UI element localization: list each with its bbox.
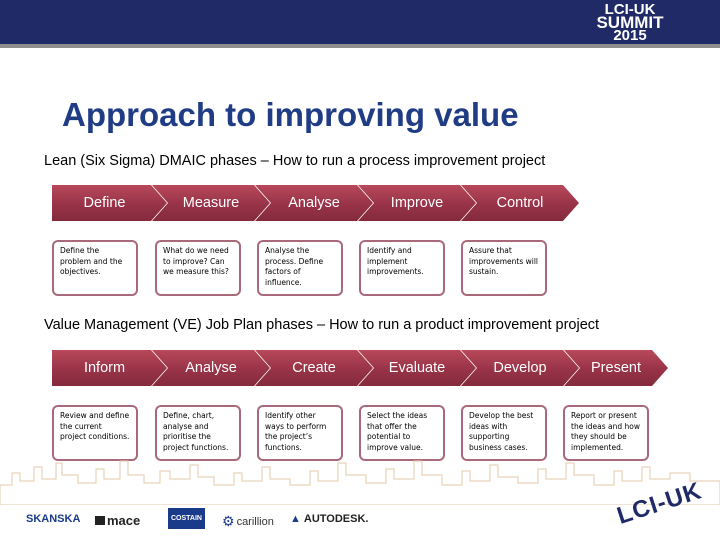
header-stripe: [0, 44, 720, 48]
chevron-develop: Develop: [461, 350, 579, 386]
header-bar: [0, 0, 720, 44]
card-inform: Review and define the current project co…: [52, 405, 138, 461]
card-create: Identify other ways to perform the proje…: [257, 405, 343, 461]
logo-line-3: 2015: [613, 27, 647, 44]
chevron-evaluate: Evaluate: [358, 350, 476, 386]
sponsor-mace-label: mace: [107, 513, 141, 528]
chevron-label: Measure: [182, 195, 240, 211]
summit-logo: LCI-UK SUMMIT 2015: [590, 0, 670, 48]
card-measure: What do we need to improve? Can we measu…: [155, 240, 241, 296]
chevron-label: Present: [591, 360, 641, 376]
chevron-label: Evaluate: [388, 360, 446, 376]
chevron-label: Improve: [390, 195, 444, 211]
sponsor-costain-label: COSTAIN: [168, 508, 205, 529]
chevron-control: Control: [461, 185, 579, 221]
sponsor-mace: mace: [95, 513, 140, 528]
dmaic-subtitle: Lean (Six Sigma) DMAIC phases – How to r…: [44, 153, 546, 169]
chevron-label: Control: [496, 195, 544, 211]
card-analyse-ve: Define, chart, analyse and prioritise th…: [155, 405, 241, 461]
card-control: Assure that improvements will sustain.: [461, 240, 547, 296]
chevron-create: Create: [255, 350, 373, 386]
card-present: Report or present the ideas and how they…: [563, 405, 649, 461]
sponsor-skanska: SKANSKA: [26, 513, 81, 525]
chevron-present: Present: [564, 350, 668, 386]
logo-line-2: SUMMIT: [596, 13, 664, 32]
chevron-define: Define: [52, 185, 167, 221]
logo-line-1: LCI-UK: [604, 1, 656, 18]
sponsor-strip: SKANSKA mace COSTAIN ⚙ carillion ▲ AUTOD…: [0, 505, 720, 540]
carillion-icon: ⚙: [222, 513, 235, 529]
ve-subtitle: Value Management (VE) Job Plan phases – …: [44, 317, 600, 333]
sponsor-autodesk-label: AUTODESK.: [303, 513, 369, 525]
chevron-measure: Measure: [152, 185, 270, 221]
chevron-inform: Inform: [52, 350, 167, 386]
chevron-label: Analyse: [288, 195, 340, 211]
slide-title: Approach to improving value: [62, 96, 519, 133]
card-analyse: Analyse the process. Define factors of i…: [257, 240, 343, 296]
sponsor-carillion: ⚙ carillion: [222, 513, 274, 530]
chevron-label: Develop: [493, 360, 547, 376]
autodesk-icon: ▲: [290, 513, 301, 525]
skyline-decoration: [0, 460, 720, 505]
card-improve: Identify and implement improvements.: [359, 240, 445, 296]
sponsor-costain: COSTAIN: [168, 508, 205, 529]
card-develop: Develop the best ideas with supporting b…: [461, 405, 547, 461]
chevron-label: Create: [292, 360, 336, 376]
chevron-improve: Improve: [358, 185, 476, 221]
sponsor-carillion-label: carillion: [236, 515, 274, 528]
chevron-label: Define: [83, 195, 126, 211]
card-define: Define the problem and the objectives.: [52, 240, 138, 296]
sponsor-autodesk: ▲ AUTODESK.: [290, 513, 368, 525]
chevron-analyse-ve: Analyse: [152, 350, 270, 386]
chevron-label: Analyse: [185, 360, 237, 376]
card-evaluate: Select the ideas that offer the potentia…: [359, 405, 445, 461]
chevron-analyse: Analyse: [255, 185, 373, 221]
chevron-label: Inform: [83, 360, 126, 376]
mace-icon: [95, 516, 105, 525]
